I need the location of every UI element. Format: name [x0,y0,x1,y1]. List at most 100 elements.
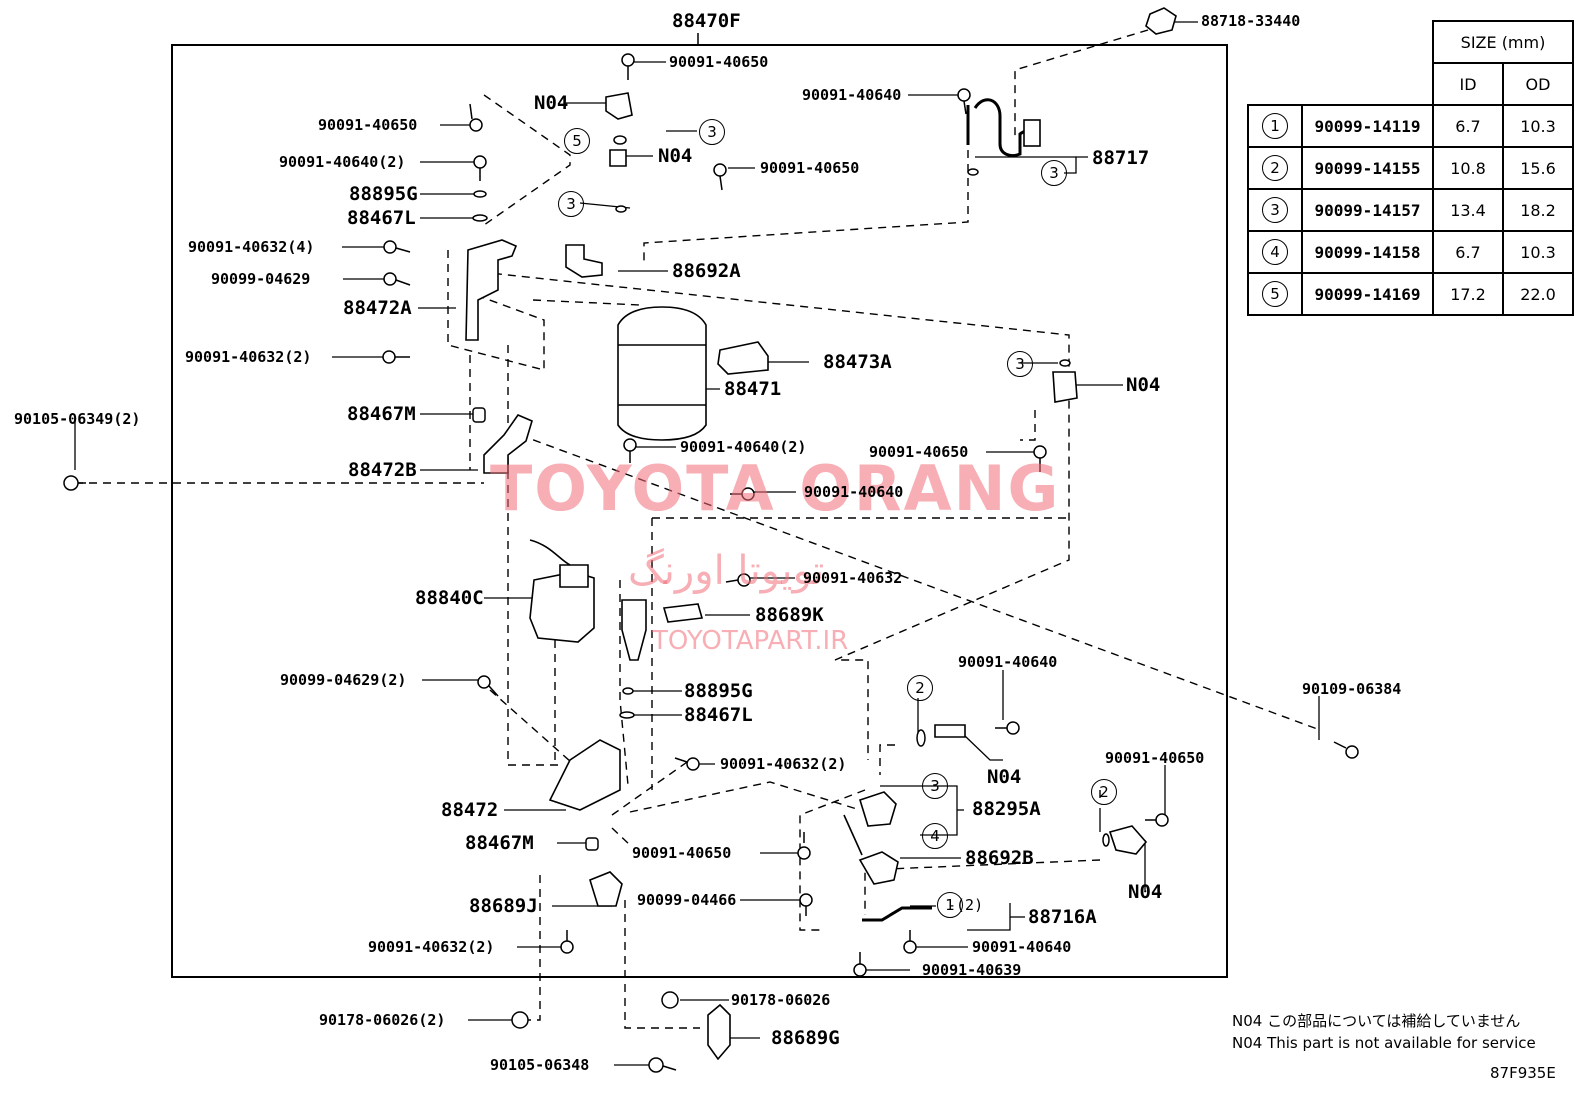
hose-clamp-88718 [1145,7,1177,35]
size-table-row: 2 90099-14155 10.8 15.6 [1247,146,1574,190]
joint-n04-mid [934,724,966,738]
row-number: 5 [1262,281,1288,307]
part-label: 88689K [755,604,824,626]
bolt-icons [63,53,1359,1073]
bracket-n04-mid [609,149,627,167]
part-label: 88471 [724,378,782,400]
part-label: 88472 [441,799,499,821]
washer-icon [473,190,487,198]
bolt-icon [382,350,410,364]
bolt-icon [730,487,755,501]
o-ring-icon [916,729,926,747]
pipe-88716A [862,906,932,922]
row-number: 3 [1262,197,1288,223]
valve-88295A [859,791,897,827]
row-id: 6.7 [1432,104,1504,148]
washer-icon [472,214,488,222]
part-label: 90091-40640 [972,938,1072,956]
bolt-icon [799,893,813,916]
bolt-icon [623,438,637,463]
row-part-number: 90099-14169 [1301,272,1434,316]
bracket-n04-right [1052,371,1078,403]
washer-icon [622,687,634,695]
fitting-88692B [843,814,899,885]
part-label: 90099-04466 [637,891,737,909]
o-ring-icon [615,205,627,213]
part-label: 88895G [349,183,418,205]
bracket-88472 [548,739,621,811]
bolt-icon [621,53,635,80]
bolt-icon [853,952,867,977]
assembly-frame [171,44,1228,978]
bolt-icon [560,930,574,954]
callout-circle: 2 [907,675,933,701]
part-label: 88692B [965,847,1034,869]
note-japanese: N04 この部品については補給していません [1232,1012,1521,1030]
callout-circle: 1 [937,892,963,918]
size-table-row: 1 90099-14119 6.7 10.3 [1247,104,1574,148]
part-label: 90091-40632(2) [720,755,847,773]
sensor-88689K-drop [621,599,647,661]
part-label: N04 [1126,374,1161,396]
part-label: 88467M [347,403,416,425]
bolt-icon [1145,813,1169,827]
part-label: 88689G [771,1027,840,1049]
row-od: 22.0 [1502,272,1574,316]
size-table: SIZE (mm) ID OD 1 90099-14119 6.7 10.3 2… [1247,20,1574,316]
size-table-row: 3 90099-14157 13.4 18.2 [1247,188,1574,232]
washer-icon [619,711,635,719]
part-label: 88473A [823,351,892,373]
bolt-icon [797,832,811,860]
part-label: 90091-40632(2) [368,938,495,956]
bracket-88689J [589,871,623,907]
bracket-n04-top [605,92,633,120]
row-od: 10.3 [1502,230,1574,274]
part-label: 88467L [347,207,416,229]
row-part-number: 90099-14155 [1301,146,1434,190]
part-label: 88472A [343,297,412,319]
callout-circle: 3 [922,773,948,799]
row-part-number: 90099-14158 [1301,230,1434,274]
row-part-number: 90099-14119 [1301,104,1434,148]
bolt-icon [383,272,411,286]
part-label: 90105-06349(2) [14,410,141,428]
part-label: 90091-40640 [802,86,902,104]
part-label: N04 [1128,881,1163,903]
component-drawings [465,7,1177,1061]
bolt-icon [473,155,487,181]
bolt-icon [903,930,917,954]
callout-circle: 3 [699,119,725,145]
row-id: 13.4 [1432,188,1504,232]
bolt-icon [674,757,700,771]
bracket-88472A [465,239,518,341]
size-table-col-id: ID [1432,62,1504,106]
row-part-number: 90099-14157 [1301,188,1434,232]
part-label: 88716A [1028,906,1097,928]
part-label: 88895G [684,680,753,702]
watermark-main: TOYOTA ORANG [490,452,1061,525]
o-ring-icon [967,168,979,176]
connector-88689K [662,603,704,623]
part-label: 88840C [415,587,484,609]
part-label: 90178-06026 [731,991,831,1009]
bolt-icon [477,675,499,697]
bolt-icon [648,1057,677,1073]
part-label: 90091-40650 [1105,749,1205,767]
bolt-icon [469,103,483,132]
size-table-row: 5 90099-14169 17.2 22.0 [1247,272,1574,316]
o-ring-icon [613,135,627,145]
bolt-icon [63,475,86,491]
row-od: 10.3 [1502,104,1574,148]
row-od: 18.2 [1502,188,1574,232]
bracket-n04-lower [1108,825,1148,855]
part-label: 90091-40650 [669,53,769,71]
bolt-icon [383,240,411,254]
part-label: 90178-06026(2) [319,1011,446,1029]
bolt-icon [1033,445,1047,472]
part-label: N04 [658,145,693,167]
row-id: 10.8 [1432,146,1504,190]
bracket-88472B [483,414,533,474]
dashed-guides [75,29,1321,1029]
size-table-col-od: OD [1502,62,1574,106]
